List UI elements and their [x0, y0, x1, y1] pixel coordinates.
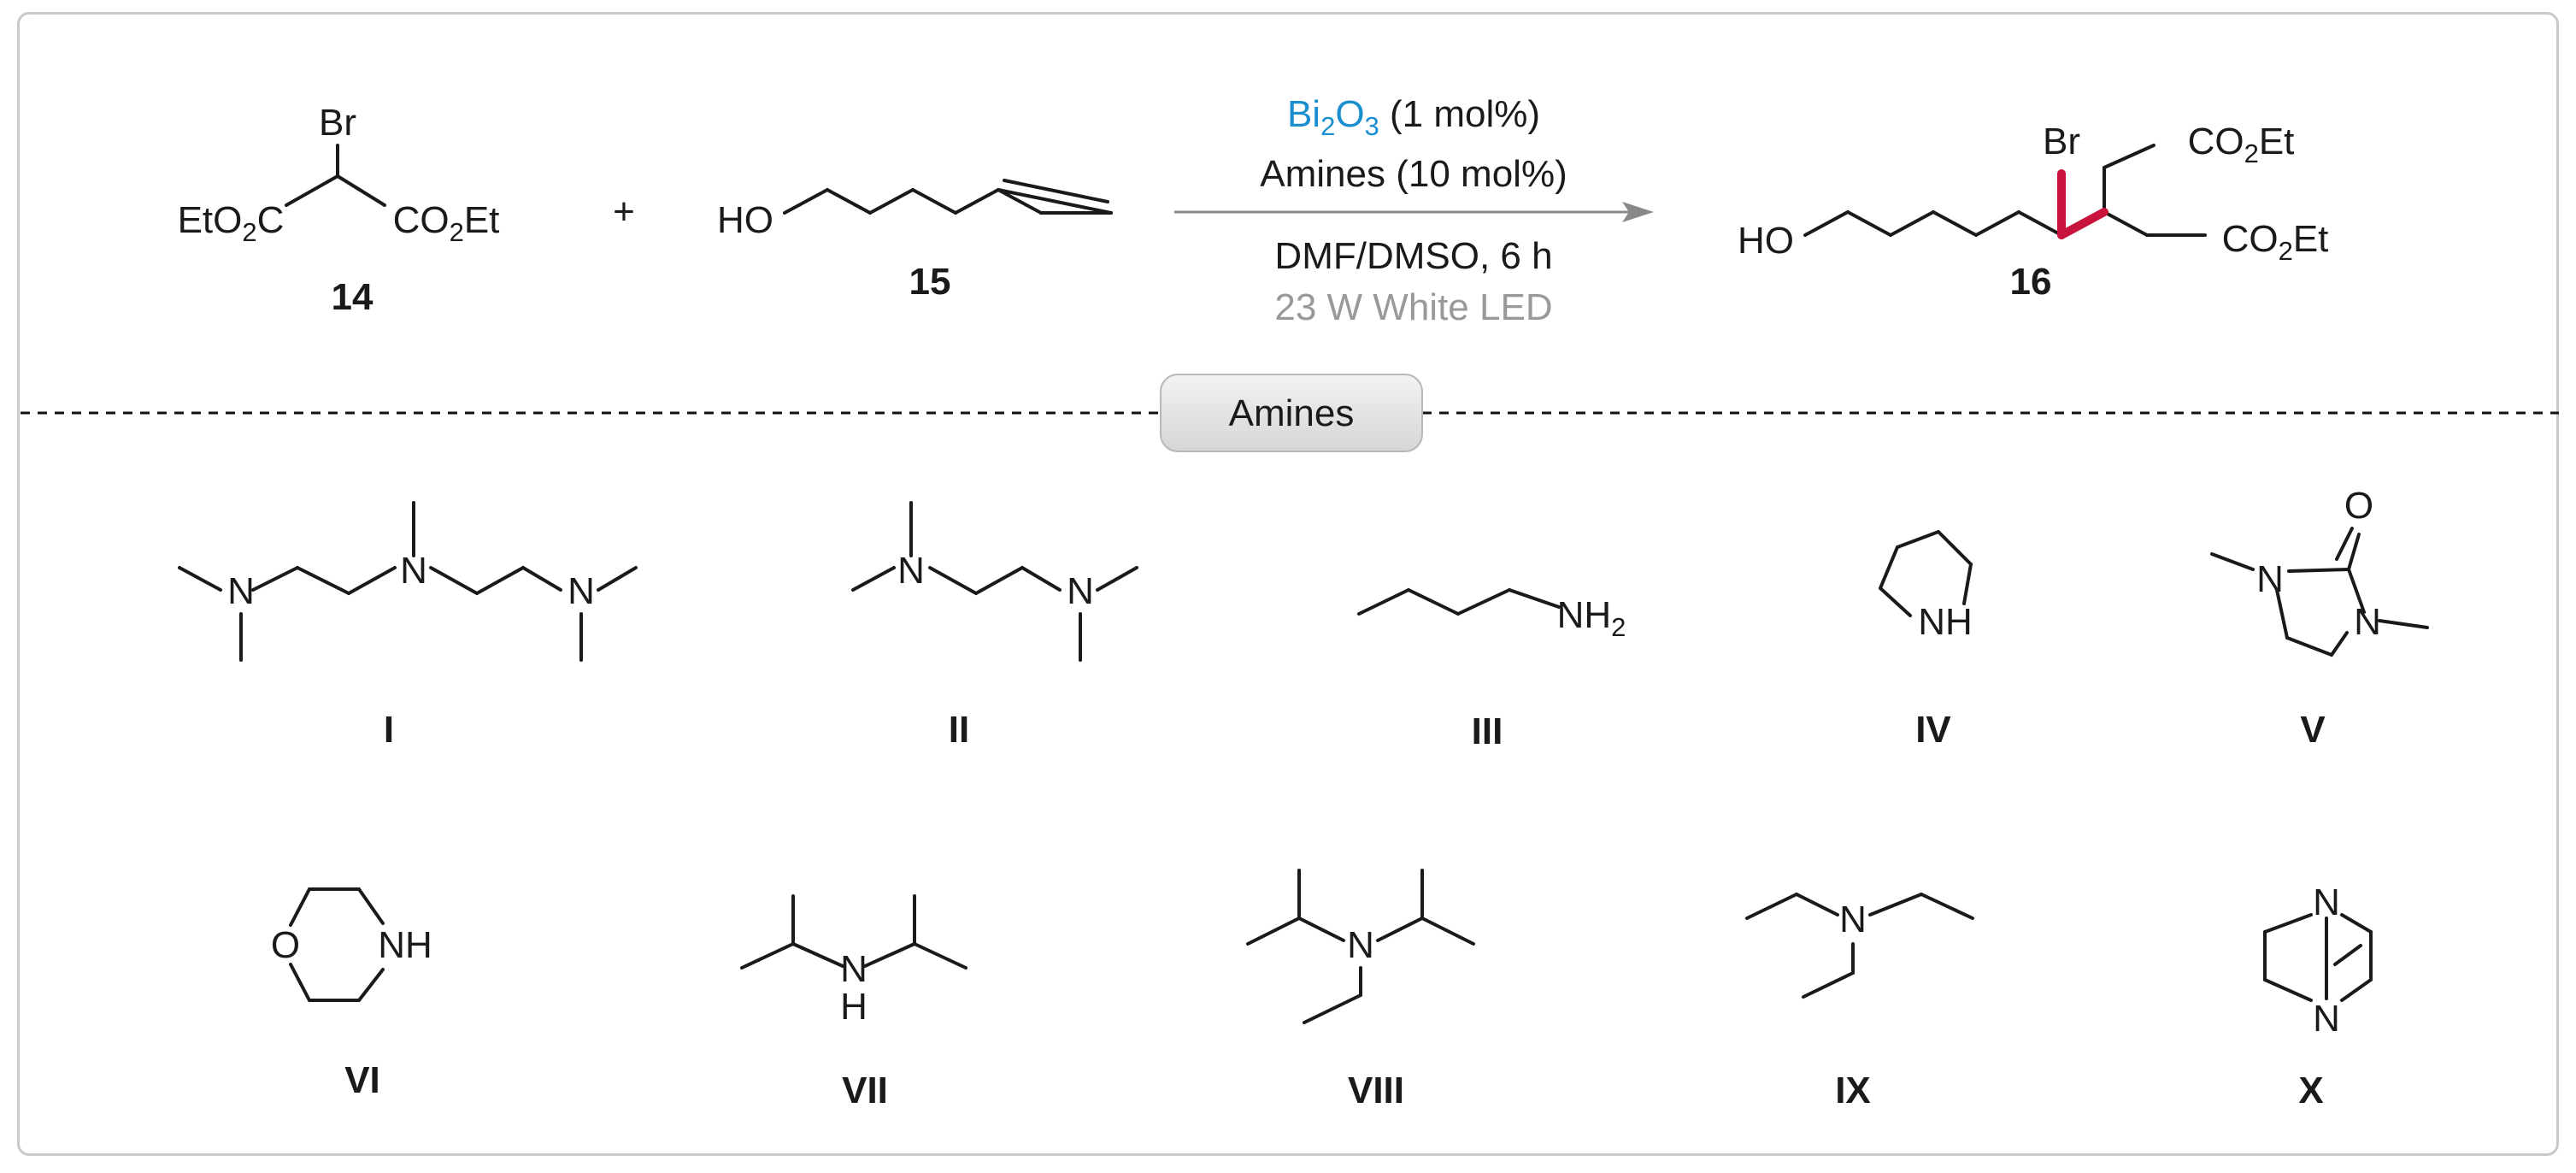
- amine-label-X: X: [2298, 1070, 2323, 1111]
- amine-label-IX: IX: [1835, 1070, 1871, 1111]
- amine-VI-structure: [289, 887, 385, 1002]
- product-16-structure: [1803, 144, 2207, 237]
- amine-VIII-n: N: [1347, 924, 1374, 966]
- amine-X-n-top: N: [2313, 881, 2340, 923]
- reactant-14-br-atom: Br: [319, 102, 356, 144]
- new-bonds-highlight: [2057, 169, 2108, 239]
- plus-sign: +: [613, 191, 635, 233]
- reactant-15-structure: [783, 179, 1113, 215]
- product-16-br-atom: Br: [2043, 121, 2080, 162]
- amine-label-I: I: [384, 709, 394, 751]
- compound-label-15: 15: [909, 261, 951, 303]
- amine-label-III: III: [1472, 710, 1503, 752]
- amine-VI-o: O: [271, 924, 300, 966]
- amine-II-n-right: N: [1067, 570, 1094, 612]
- amine-VII-h: H: [840, 986, 867, 1028]
- amine-I-structure: [178, 501, 638, 662]
- compound-label-14: 14: [332, 276, 373, 318]
- amine-X-structure: [2263, 913, 2373, 1002]
- amine-label-V: V: [2300, 709, 2326, 751]
- amine-V-n-right: N: [2354, 601, 2381, 643]
- amines-badge: [1160, 374, 1423, 452]
- amines-badge-label: Amines: [1229, 392, 1355, 434]
- amine-V-o: O: [2344, 485, 2373, 527]
- amine-II-n-left: N: [897, 550, 925, 592]
- amine-X-n-bottom: N: [2313, 998, 2340, 1040]
- amine-I-n-center: N: [400, 550, 427, 592]
- reactant-14-right-ester: CO2Et: [393, 199, 500, 247]
- amine-label-VII: VII: [842, 1070, 888, 1111]
- amine-label-VI: VI: [344, 1059, 380, 1101]
- amine-VI-nh: NH: [378, 924, 432, 966]
- amine-VIII-structure: [1246, 869, 1475, 1024]
- amine-IX-n: N: [1839, 899, 1867, 940]
- amine-IV-nh: NH: [1918, 601, 1973, 643]
- figure-frame: [17, 12, 2559, 1156]
- product-16-upper-ester: CO2Et: [2188, 121, 2295, 168]
- amine-label-II: II: [949, 709, 969, 751]
- amine-I-n-left: N: [227, 570, 255, 612]
- reactant-14-structure: [285, 144, 386, 207]
- amine-IV-structure: [1879, 530, 1973, 617]
- amine-VII-n: N: [840, 948, 867, 990]
- amine-label-IV: IV: [1915, 709, 1951, 751]
- amine-I-n-right: N: [568, 570, 595, 612]
- product-16-ho: HO: [1738, 220, 1794, 262]
- light-source-text: 23 W White LED: [1274, 286, 1552, 328]
- amine-label-VIII: VIII: [1348, 1070, 1404, 1111]
- amine-II-structure: [851, 501, 1138, 662]
- reaction-arrow: [1174, 202, 1654, 222]
- amine-III-nh2: NH2: [1557, 594, 1626, 642]
- solvent-time-text: DMF/DMSO, 6 h: [1274, 235, 1552, 277]
- amine-V-structure: [2210, 527, 2429, 657]
- catalyst-text: Bi2O3 (1 mol%): [1287, 93, 1540, 141]
- amine-IX-structure: [1745, 893, 1974, 999]
- product-16-lower-ester: CO2Et: [2222, 218, 2329, 266]
- reactant-14-left-ester: EtO2C: [178, 199, 285, 247]
- amine-V-n-left: N: [2256, 558, 2284, 600]
- amines-loading-text: Amines (10 mol%): [1260, 153, 1567, 195]
- amine-VII-structure: [740, 894, 967, 970]
- compound-label-16: 16: [2010, 261, 2052, 303]
- amine-III-structure: [1357, 588, 1561, 616]
- reactant-15-ho: HO: [717, 199, 773, 241]
